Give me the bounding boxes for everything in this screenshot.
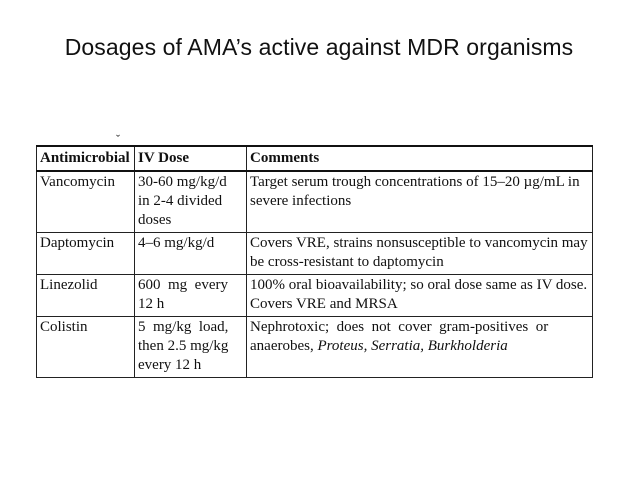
table-header-row: Antimicrobial IV Dose Comments	[36, 145, 593, 172]
stray-mark: ˇ	[116, 132, 120, 146]
comments: 100% oral bioavailability; so oral dose …	[246, 274, 593, 317]
comment-line: Covers VRE, strains nonsusceptible to va…	[250, 235, 588, 251]
slide-title: Dosages of AMA’s active against MDR orga…	[64, 34, 574, 60]
drug-name: Linezolid	[36, 274, 135, 317]
dose-line: 4–6 mg/kg/d	[138, 235, 215, 251]
iv-dose: 30-60 mg/kg/d in 2-4 divided doses	[134, 170, 247, 233]
organism-list: Proteus, Serratia, Burkholderia	[317, 338, 508, 354]
comments: Covers VRE, strains nonsusceptible to va…	[246, 232, 593, 275]
drug-name: Colistin	[36, 316, 135, 378]
dose-line: 600 mg every	[138, 277, 228, 293]
dose-line: in 2-4 divided	[138, 193, 223, 209]
comment-line: Nephrotoxic; does not cover gram-positiv…	[250, 319, 549, 335]
table-row: Vancomycin 30-60 mg/kg/d in 2-4 divided …	[36, 170, 593, 233]
comment-line: severe infections	[250, 193, 352, 209]
table-row: Linezolid 600 mg every 12 h 100% oral bi…	[36, 274, 593, 317]
table-row: Daptomycin 4–6 mg/kg/d Covers VRE, strai…	[36, 232, 593, 275]
comment-line: be cross-resistant to daptomycin	[250, 254, 444, 270]
iv-dose: 600 mg every 12 h	[134, 274, 247, 317]
drug-name: Daptomycin	[36, 232, 135, 275]
drug-name: Vancomycin	[36, 170, 135, 233]
comment-line: 100% oral bioavailability; so oral dose …	[250, 277, 588, 293]
dosage-table: Antimicrobial IV Dose Comments Vancomyci…	[36, 145, 593, 378]
comment-line: Covers VRE and MRSA	[250, 296, 398, 312]
header-comments: Comments	[246, 145, 593, 172]
dose-line: doses	[138, 212, 172, 228]
table-row: Colistin 5 mg/kg load, then 2.5 mg/kg ev…	[36, 316, 593, 378]
dose-line: every 12 h	[138, 357, 202, 373]
iv-dose: 4–6 mg/kg/d	[134, 232, 247, 275]
iv-dose: 5 mg/kg load, then 2.5 mg/kg every 12 h	[134, 316, 247, 378]
dosage-table-container: Antimicrobial IV Dose Comments Vancomyci…	[36, 145, 593, 378]
comment-line: Target serum trough concentrations of 15…	[250, 174, 580, 190]
comments: Nephrotoxic; does not cover gram-positiv…	[246, 316, 593, 378]
comments: Target serum trough concentrations of 15…	[246, 170, 593, 233]
comment-line: anaerobes, Proteus, Serratia, Burkholder…	[250, 337, 589, 356]
dose-line: then 2.5 mg/kg	[138, 338, 229, 354]
dose-line: 30-60 mg/kg/d	[138, 174, 227, 190]
dose-line: 5 mg/kg load,	[138, 319, 229, 335]
dose-line: 12 h	[138, 296, 165, 312]
header-antimicrobial: Antimicrobial	[36, 145, 135, 172]
header-iv-dose: IV Dose	[134, 145, 247, 172]
comment-prefix: anaerobes,	[250, 338, 318, 354]
